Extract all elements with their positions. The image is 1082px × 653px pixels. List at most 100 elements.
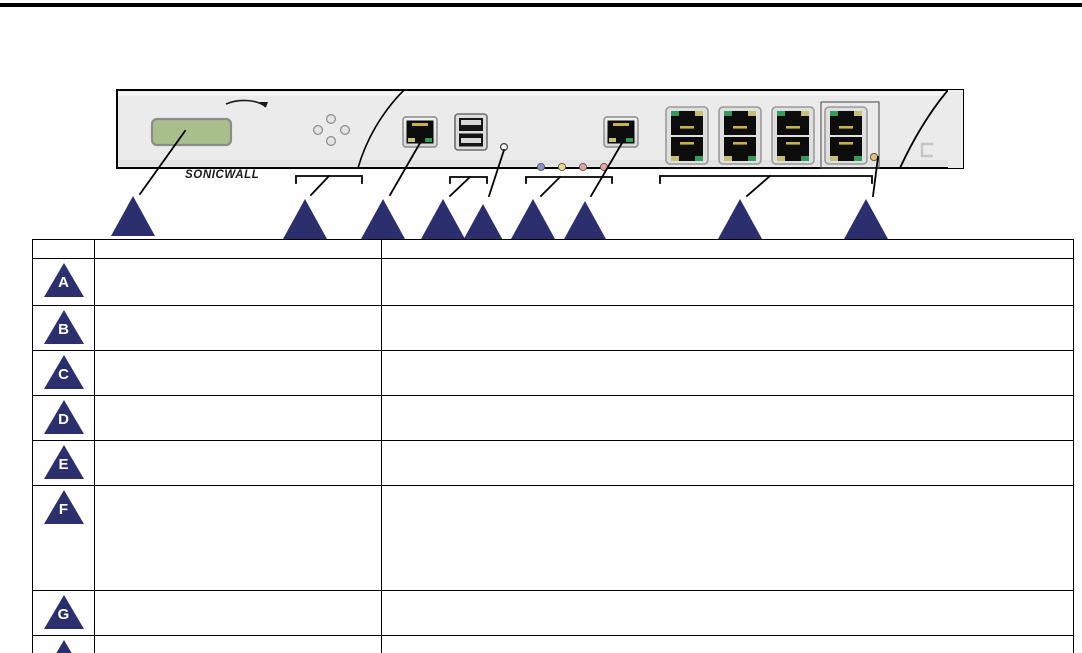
callout-triangle-c <box>361 199 405 239</box>
bracket-h <box>659 175 873 184</box>
triangle-letter: C <box>58 366 69 383</box>
row-desc-h <box>381 635 1074 653</box>
row-desc-a <box>381 258 1074 306</box>
row-name-c <box>94 350 382 396</box>
leader-line-b <box>309 174 331 197</box>
management-port <box>603 116 639 148</box>
svg-text:SONICWALL: SONICWALL <box>185 169 259 181</box>
row-key-d: D <box>32 395 95 441</box>
row-desc-d <box>381 395 1074 441</box>
status-leds <box>536 162 609 172</box>
table-header-row <box>32 239 1074 259</box>
callout-triangle-b <box>283 199 327 239</box>
callout-triangles <box>111 196 888 240</box>
leader-line-e <box>487 148 506 198</box>
bezel-divider-left <box>357 90 405 168</box>
lcd-display <box>150 117 233 147</box>
row-name-h <box>94 635 382 653</box>
row-desc-b <box>381 305 1074 351</box>
triangle-shape <box>43 263 84 297</box>
row-desc-g <box>381 590 1074 636</box>
row-name-b <box>94 305 382 351</box>
triangle-badge-b: B <box>43 310 84 344</box>
triangle-badge-c: C <box>43 355 84 389</box>
callout-triangle-d <box>421 199 465 239</box>
bracket-d <box>449 176 488 184</box>
row-name-a <box>94 258 382 306</box>
triangle-letter: A <box>58 274 69 291</box>
callout-triangle-e <box>463 204 503 240</box>
triangle-letter: G <box>57 606 70 623</box>
sonicwall-logo: SONICWALL <box>185 99 268 181</box>
table-row: G <box>32 590 1074 636</box>
row-name-d <box>94 395 382 441</box>
header-desc-cell <box>381 239 1074 259</box>
row-name-e <box>94 440 382 486</box>
lan-port-group-3 <box>771 106 815 165</box>
legend-table: A B <box>32 239 1074 653</box>
leader-line-f <box>539 175 562 198</box>
table-row: F <box>32 485 1074 591</box>
table-row: E <box>32 440 1074 486</box>
navigation-buttons <box>313 113 351 146</box>
triangle-shape <box>43 310 84 344</box>
nav-button-down <box>326 135 337 146</box>
console-port <box>402 116 438 148</box>
status-led-1 <box>536 162 546 172</box>
triangle-shape <box>43 595 84 629</box>
row-desc-c <box>381 350 1074 396</box>
triangle-badge-h: H <box>43 640 84 653</box>
triangle-letter: B <box>58 321 69 338</box>
leader-line-g <box>589 141 624 198</box>
header-key-cell <box>32 239 95 259</box>
triangle-letter: F <box>58 501 69 518</box>
triangle-shape <box>43 355 84 389</box>
leader-line-h <box>745 174 772 198</box>
row-key-c: C <box>32 350 95 396</box>
leader-line-a <box>138 129 187 196</box>
appliance-figure: SONICWALL <box>0 60 1082 240</box>
leader-line-d <box>448 175 472 198</box>
row-desc-e <box>381 440 1074 486</box>
triangle-shape <box>43 490 84 524</box>
nav-button-right <box>340 124 351 135</box>
row-key-a: A <box>32 258 95 306</box>
triangle-badge-a: A <box>43 263 84 297</box>
row-key-g: G <box>32 590 95 636</box>
callout-triangle-g <box>563 201 607 240</box>
triangle-badge-e: E <box>43 445 84 479</box>
nav-button-left <box>313 124 324 135</box>
table-row: C <box>32 350 1074 396</box>
triangle-shape <box>43 445 84 479</box>
triangle-badge-f: F <box>43 490 84 524</box>
status-led-3 <box>578 162 588 172</box>
top-horizontal-rule <box>0 3 1082 7</box>
usb-ports <box>454 113 488 151</box>
table-row: A <box>32 258 1074 306</box>
bracket-f <box>525 176 613 184</box>
row-name-g <box>94 590 382 636</box>
triangle-badge-d: D <box>43 400 84 434</box>
callout-triangle-h <box>718 199 762 239</box>
nav-button-up <box>326 113 337 124</box>
table-row: B <box>32 305 1074 351</box>
header-name-cell <box>94 239 382 259</box>
callout-triangle-f <box>511 199 555 239</box>
row-key-f: F <box>32 485 95 591</box>
bezel-divider-right <box>899 90 963 168</box>
leader-line-c <box>388 141 422 197</box>
triangle-shape <box>43 400 84 434</box>
expansion-module-led <box>869 152 879 162</box>
row-key-e: E <box>32 440 95 486</box>
triangle-badge-g: G <box>43 595 84 629</box>
triangle-letter: E <box>58 456 69 473</box>
triangle-letter: D <box>58 411 69 428</box>
triangle-shape <box>43 640 84 653</box>
table-row: D <box>32 395 1074 441</box>
right-panel-c-mark <box>920 142 933 158</box>
row-name-f <box>94 485 382 591</box>
table-row: H <box>32 635 1074 653</box>
lan-port-group-2 <box>718 106 762 165</box>
leader-line-i <box>871 155 880 198</box>
callout-triangle-i <box>844 199 888 239</box>
